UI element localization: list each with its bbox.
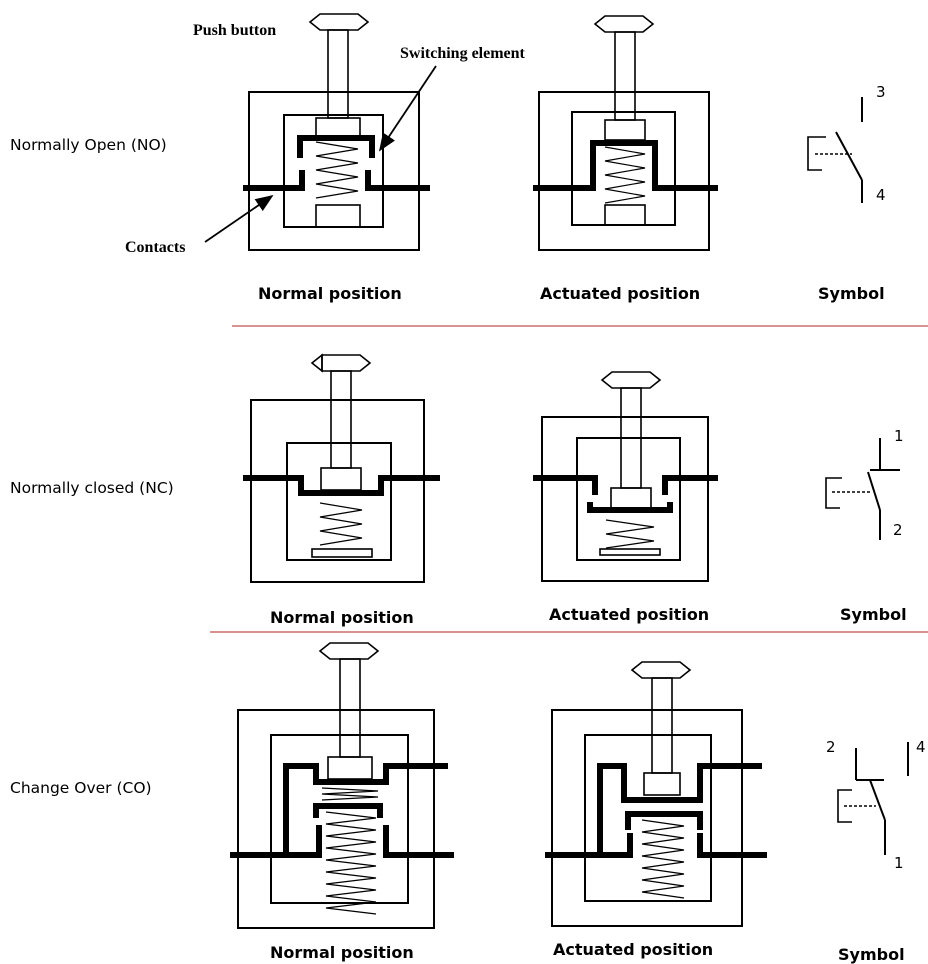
nc-actuated-diagram <box>533 371 718 582</box>
terminal-label: 2 <box>826 738 836 756</box>
caption-no-actuated: Actuated position <box>540 284 700 303</box>
nc-normal-diagram <box>243 353 440 583</box>
co-normal-diagram <box>230 642 454 929</box>
caption-co-symbol: Symbol <box>838 945 905 964</box>
push-button-cap-icon <box>318 642 380 660</box>
terminal-label: 4 <box>916 738 926 756</box>
no-contact-symbol: 3 4 <box>807 83 886 204</box>
push-button-cap-icon <box>321 354 372 372</box>
caption-nc-normal: Normal position <box>270 608 414 627</box>
annotation-switching-element: Switching element <box>400 45 526 62</box>
caption-no-normal: Normal position <box>258 284 402 303</box>
terminal-label: 3 <box>876 83 886 101</box>
row-label-no: Normally Open (NO) <box>10 136 167 154</box>
push-button-cap-icon <box>308 13 370 31</box>
terminal-label: 1 <box>894 854 904 872</box>
caption-co-actuated: Actuated position <box>553 940 713 959</box>
row-label-co: Change Over (CO) <box>10 779 152 797</box>
contacts-arrow <box>204 194 274 243</box>
caption-no-symbol: Symbol <box>818 284 885 303</box>
nc-contact-symbol: 1 2 <box>825 427 904 540</box>
annotation-contacts: Contacts <box>125 239 185 256</box>
terminal-label: 4 <box>876 186 886 204</box>
terminal-label: 1 <box>894 427 904 445</box>
caption-nc-actuated: Actuated position <box>549 605 709 624</box>
terminal-label: 2 <box>893 521 903 539</box>
switching-element-arrow <box>379 65 437 152</box>
row-label-nc: Normally closed (NC) <box>10 479 174 497</box>
annotation-push-button: Push button <box>193 22 276 39</box>
co-actuated-diagram <box>545 661 767 927</box>
co-contact-symbol: 2 4 1 <box>826 738 926 872</box>
caption-co-normal: Normal position <box>270 943 414 962</box>
no-actuated-diagram <box>533 15 718 251</box>
push-button-cap-icon <box>630 661 692 679</box>
push-button-cap-icon <box>600 371 662 389</box>
no-normal-diagram <box>243 13 430 251</box>
push-button-cap-icon <box>593 15 655 33</box>
caption-nc-symbol: Symbol <box>840 605 907 624</box>
